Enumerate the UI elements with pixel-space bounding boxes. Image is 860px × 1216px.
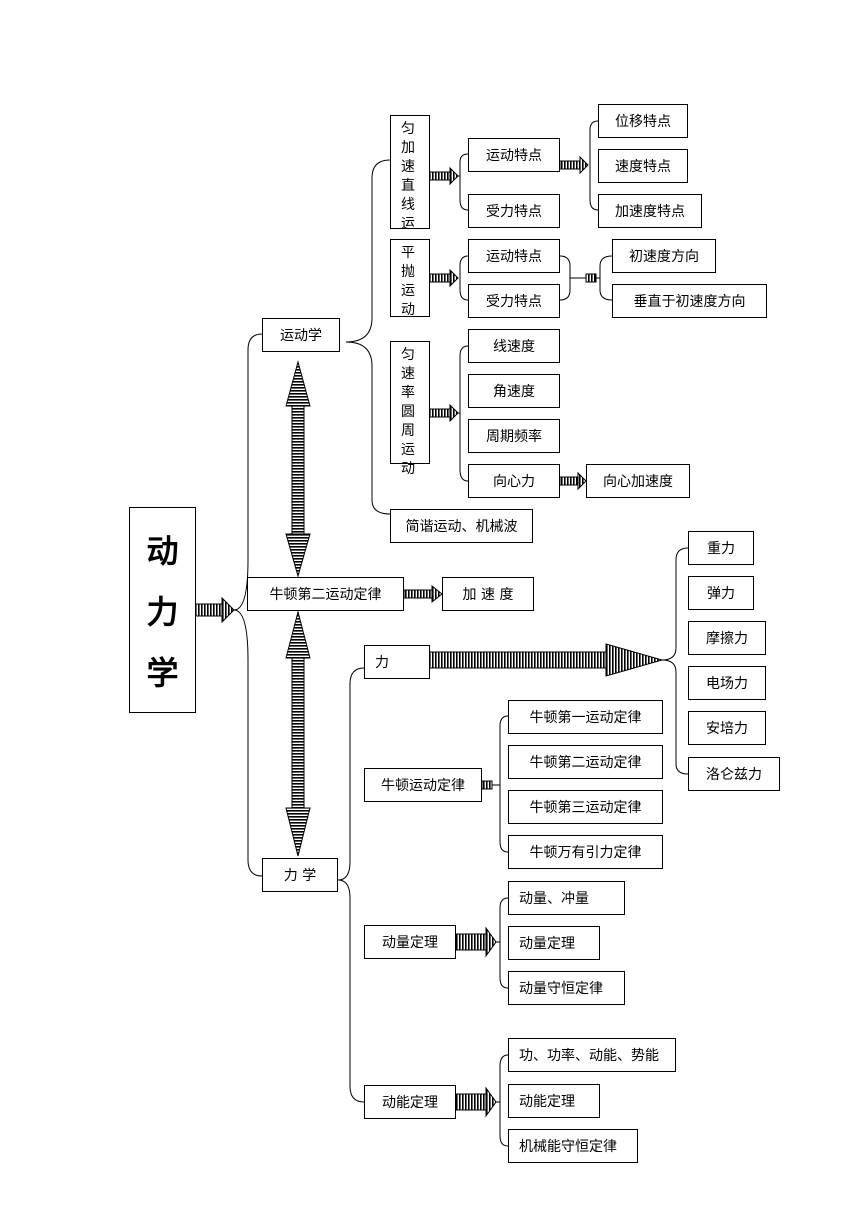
node-ampere-force: 安培力 <box>688 711 766 745</box>
projectile-mini-arrow <box>585 273 597 283</box>
node-kinetic-energy-theorem: 动能定理 <box>364 1085 456 1119</box>
node-uniform-circular-motion: 匀速率圆周运动 <box>390 341 430 477</box>
root-char: 力 <box>146 592 179 631</box>
node-displacement-features: 位移特点 <box>598 104 688 138</box>
root-char: 学 <box>146 654 179 693</box>
node-pj-motion-features: 运动特点 <box>468 239 560 273</box>
momentum-brace <box>496 897 509 989</box>
node-force: 力 <box>364 645 430 679</box>
node-acceleration: 加 速 度 <box>442 577 534 611</box>
motion-features-brace <box>589 120 599 211</box>
node-lorentz-force: 洛仑兹力 <box>688 757 780 791</box>
node-shm-waves: 简谐运动、机械波 <box>390 509 533 543</box>
root-arrow <box>195 596 235 624</box>
node-linear-velocity: 线速度 <box>468 329 560 363</box>
node-projectile-motion: 平抛运动 <box>390 239 430 318</box>
momentum-arrow <box>455 926 497 958</box>
node-newton-first-law: 牛顿第一运动定律 <box>508 700 663 734</box>
uniform-accel-arrow <box>429 166 459 186</box>
node-angular-velocity: 角速度 <box>468 374 560 408</box>
node-momentum-conservation: 动量守恒定律 <box>508 971 625 1005</box>
mechanics-brace <box>337 667 365 1103</box>
centripetal-arrow <box>559 471 587 491</box>
node-pj-force-features: 受力特点 <box>468 284 560 318</box>
node-kinematics: 运动学 <box>262 318 340 352</box>
newton2-arrow <box>403 584 443 604</box>
node-centripetal-acceleration: 向心加速度 <box>586 464 690 498</box>
circular-arrow <box>429 403 459 423</box>
node-momentum-theorem: 动量定理 <box>364 925 456 959</box>
node-centripetal-force: 向心力 <box>468 464 560 498</box>
node-elastic-force: 弹力 <box>688 576 754 610</box>
node-perpendicular-direction: 垂直于初速度方向 <box>612 284 767 318</box>
node-newton-second-law-item: 牛顿第二运动定律 <box>508 745 663 779</box>
circular-brace <box>458 345 469 482</box>
projectile-items-brace <box>596 255 613 301</box>
node-newton-third-law: 牛顿第三运动定律 <box>508 790 663 824</box>
node-work-power-energy: 功、功率、动能、势能 <box>508 1038 676 1072</box>
newton-laws-arrow <box>481 780 493 790</box>
node-mechanical-energy-conservation: 机械能守恒定律 <box>508 1129 638 1163</box>
node-kinetic-energy-theorem-item: 动能定理 <box>508 1084 600 1118</box>
projectile-arrow <box>429 268 459 288</box>
node-newton-laws: 牛顿运动定律 <box>364 768 482 802</box>
node-gravity: 重力 <box>688 531 754 565</box>
node-electric-force: 电场力 <box>688 666 766 700</box>
node-momentum-impulse: 动量、冲量 <box>508 881 625 915</box>
projectile-brace <box>459 255 469 301</box>
force-items-brace <box>661 547 689 775</box>
node-initial-velocity-direction: 初速度方向 <box>612 239 716 273</box>
uniform-accel-brace <box>458 153 469 211</box>
node-ua-motion-features: 运动特点 <box>468 138 560 172</box>
root-node-dynamics: 动 力 学 <box>129 507 196 713</box>
node-mechanics: 力 学 <box>262 858 338 892</box>
node-newton-second-law: 牛顿第二运动定律 <box>247 577 404 611</box>
node-acceleration-features: 加速度特点 <box>598 194 702 228</box>
energy-brace <box>496 1054 509 1147</box>
double-arrow-newton-mechanics <box>285 610 311 857</box>
energy-arrow <box>455 1086 497 1118</box>
double-arrow-kinematics-newton <box>285 360 311 578</box>
node-gravitation-law: 牛顿万有引力定律 <box>508 835 663 869</box>
newton-laws-brace <box>492 715 509 853</box>
node-uniform-accel-motion: 匀加速直线运 <box>390 115 430 232</box>
root-brace <box>233 333 263 877</box>
node-ua-force-features: 受力特点 <box>468 194 560 228</box>
motion-features-arrow <box>559 155 589 175</box>
projectile-right-brace <box>559 255 586 301</box>
kinematics-brace <box>345 159 391 515</box>
root-char: 动 <box>146 531 179 570</box>
node-friction: 摩擦力 <box>688 621 766 655</box>
node-period-frequency: 周期频率 <box>468 419 560 453</box>
node-velocity-features: 速度特点 <box>598 149 688 183</box>
node-momentum-theorem-item: 动量定理 <box>508 926 600 960</box>
force-arrow <box>429 643 664 677</box>
